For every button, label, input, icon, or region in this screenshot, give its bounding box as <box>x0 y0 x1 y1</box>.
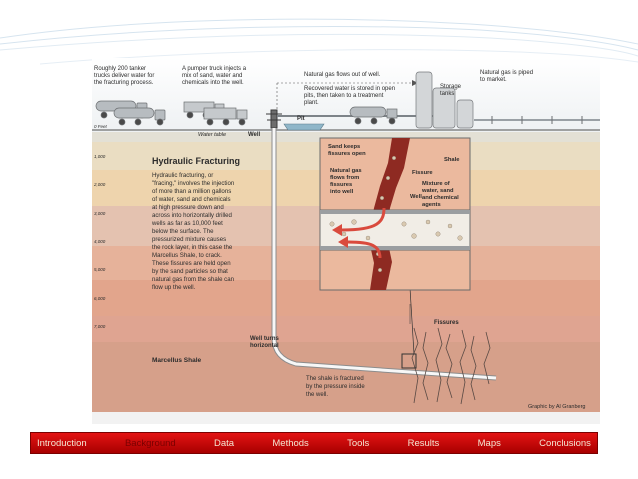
nav-tools[interactable]: Tools <box>347 438 369 449</box>
label-fissure: Fissure <box>412 170 433 176</box>
well-label: Well <box>248 132 261 138</box>
pumper-truck-2 <box>204 108 247 125</box>
water-pit <box>284 124 324 130</box>
slide-navigation: Introduction Background Data Methods Too… <box>30 432 598 454</box>
caption-gas-flows: Natural gas flows out of well. <box>304 72 381 78</box>
collection-truck <box>350 107 397 124</box>
pit-label: Pit <box>297 116 305 122</box>
nav-results[interactable]: Results <box>408 438 440 449</box>
tanker-truck-2 <box>114 108 165 125</box>
diagram-title: Hydraulic Fracturing <box>152 156 240 166</box>
label-shale: Shale <box>444 157 460 163</box>
nav-background[interactable]: Background <box>125 438 176 449</box>
svg-text:1,000: 1,000 <box>94 154 106 159</box>
svg-text:4,000: 4,000 <box>94 239 106 244</box>
svg-text:5,000: 5,000 <box>94 267 106 272</box>
depth-zero: 0 Feet <box>94 124 108 129</box>
fracking-diagram: Roughly 200 tanker trucks deliver water … <box>92 58 600 424</box>
svg-text:7,000: 7,000 <box>94 324 106 329</box>
nav-introduction[interactable]: Introduction <box>37 438 87 449</box>
label-fissures: Fissures <box>434 320 459 326</box>
svg-text:6,000: 6,000 <box>94 296 106 301</box>
label-marcellus: Marcellus Shale <box>152 357 202 364</box>
svg-text:3,000: 3,000 <box>94 211 106 216</box>
graphic-credit: Graphic by Al Granberg <box>528 404 585 410</box>
caption-trucks: Roughly 200 tanker trucks deliver water … <box>94 66 156 86</box>
caption-pumper: A pumper truck injects a mix of sand, wa… <box>182 66 248 86</box>
label-well-inset: Well <box>410 194 422 200</box>
nav-data[interactable]: Data <box>214 438 234 449</box>
water-table-label: Water table <box>198 132 226 138</box>
nav-methods[interactable]: Methods <box>272 438 308 449</box>
nav-conclusions[interactable]: Conclusions <box>539 438 591 449</box>
svg-text:2,000: 2,000 <box>93 182 106 187</box>
label-well-turns: Well turns horizontal <box>250 336 281 349</box>
label-sand-keeps: Sand keeps fissures open <box>328 144 366 157</box>
nav-maps[interactable]: Maps <box>478 438 501 449</box>
